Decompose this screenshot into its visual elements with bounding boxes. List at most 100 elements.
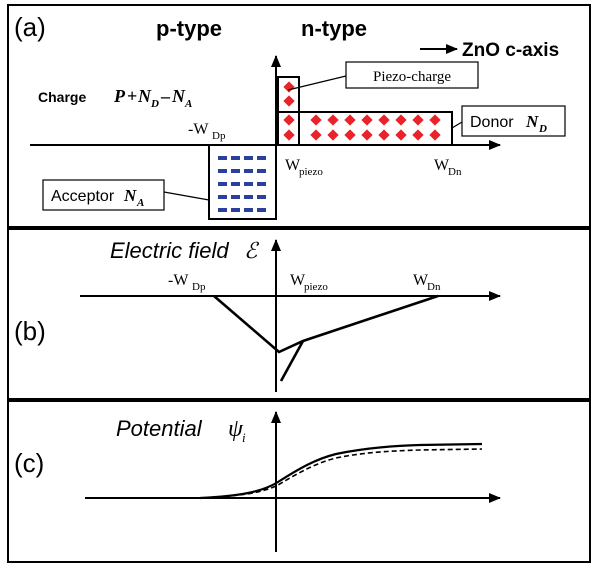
acceptor-mark xyxy=(257,182,266,186)
charge-expression: Charge P + N D – N A xyxy=(38,86,192,110)
acceptor-callout-line xyxy=(163,191,210,201)
donor-mark xyxy=(429,129,441,141)
panel-b: (b) Electric field ℰ -W Dp W piezo W Dn xyxy=(7,228,591,400)
panel-a-label: (a) xyxy=(14,12,46,42)
n-type-label: n-type xyxy=(301,16,367,41)
panel-c-label: (c) xyxy=(14,448,44,478)
acceptor-region xyxy=(208,144,277,220)
wpiezo-label-b: W piezo xyxy=(290,272,328,293)
acceptor-mark xyxy=(244,182,253,186)
wdn-label-a: W Dn xyxy=(434,157,462,178)
charge-A-sub: A xyxy=(184,98,192,110)
panel-a-frame xyxy=(7,4,591,228)
donor-mark xyxy=(327,129,339,141)
piezo-charge-mark xyxy=(283,129,295,141)
c-axis-label: ZnO c-axis xyxy=(462,40,559,61)
donor-mark xyxy=(361,114,373,126)
panel-c-frame xyxy=(7,400,591,563)
p-type-label: p-type xyxy=(156,16,222,41)
piezo-callout-text: Piezo-charge xyxy=(373,69,451,85)
acceptor-word: Acceptor xyxy=(51,188,115,205)
donor-callout-line xyxy=(451,121,463,129)
wdp-a-sub: Dp xyxy=(212,130,226,142)
wpiezo-b-sub: piezo xyxy=(304,281,328,293)
piezo-charge-mark xyxy=(283,114,295,126)
donor-mark xyxy=(344,129,356,141)
field-curve-piezo xyxy=(279,340,305,382)
wdp-b-main: -W xyxy=(168,272,189,289)
donor-N: N xyxy=(525,112,539,131)
acceptor-mark xyxy=(218,169,227,173)
acceptor-mark xyxy=(244,195,253,199)
wdp-label-a: -W Dp xyxy=(188,121,226,142)
piezo-charge-mark xyxy=(283,81,295,93)
donor-mark xyxy=(395,129,407,141)
charge-word: Charge xyxy=(38,89,86,105)
wpiezo-a-sub: piezo xyxy=(299,166,323,178)
acceptor-mark xyxy=(231,156,240,160)
wdn-b-main: W xyxy=(413,272,429,289)
piezo-charge-mark xyxy=(283,95,295,107)
acceptor-N-sub: A xyxy=(136,197,144,209)
wdn-label-b: W Dn xyxy=(413,272,441,293)
acceptor-mark xyxy=(244,156,253,160)
charge-D-sub: D xyxy=(150,98,159,110)
acceptor-callout-box xyxy=(42,179,165,211)
wdn-a-sub: Dn xyxy=(448,166,462,178)
acceptor-mark xyxy=(218,195,227,199)
potential-curve-dashed xyxy=(199,448,483,499)
donor-mark xyxy=(310,129,322,141)
charge-N: N xyxy=(137,86,152,106)
electric-field-title: Electric field xyxy=(110,238,229,263)
acceptor-mark xyxy=(257,169,266,173)
donor-mark xyxy=(378,114,390,126)
acceptor-mark xyxy=(218,156,227,160)
wpiezo-a-main: W xyxy=(285,157,301,174)
wdn-a-main: W xyxy=(434,157,450,174)
acceptor-mark xyxy=(257,208,266,212)
donor-mark xyxy=(412,129,424,141)
wdp-label-b: -W Dp xyxy=(168,272,206,293)
wdp-b-sub: Dp xyxy=(192,281,206,293)
panel-c: (c) Potential ψ i xyxy=(7,400,591,563)
donor-mark xyxy=(310,114,322,126)
potential-curve-solid xyxy=(199,442,483,500)
donor-mark xyxy=(412,114,424,126)
wpiezo-label-a: W piezo xyxy=(285,157,323,178)
acceptor-mark xyxy=(231,182,240,186)
charge-N2: N xyxy=(171,86,186,106)
acceptor-mark xyxy=(257,195,266,199)
acceptor-mark xyxy=(231,208,240,212)
acceptor-mark xyxy=(244,208,253,212)
donor-callout-box xyxy=(461,105,566,137)
acceptor-mark xyxy=(257,156,266,160)
acceptor-mark xyxy=(231,195,240,199)
potential-symbol: ψ xyxy=(228,416,244,442)
potential-title: Potential xyxy=(116,416,203,441)
charge-minus: – xyxy=(160,86,171,106)
acceptor-mark xyxy=(231,169,240,173)
piezo-callout-line xyxy=(287,75,347,91)
acceptor-dashes xyxy=(218,156,266,212)
donor-mark xyxy=(327,114,339,126)
donor-mark xyxy=(378,129,390,141)
acceptor-mark xyxy=(218,182,227,186)
donor-N-sub: D xyxy=(538,123,547,135)
charge-P: P xyxy=(113,86,126,106)
donor-mark xyxy=(395,114,407,126)
panel-b-label: (b) xyxy=(14,316,46,346)
donor-word: Donor xyxy=(470,114,514,131)
field-curve-main xyxy=(213,294,439,354)
wpiezo-b-main: W xyxy=(290,272,306,289)
donor-dots xyxy=(310,114,441,141)
panel-b-frame xyxy=(7,228,591,400)
donor-mark xyxy=(344,114,356,126)
electric-field-symbol: ℰ xyxy=(244,238,260,263)
acceptor-mark xyxy=(244,169,253,173)
wdn-b-sub: Dn xyxy=(427,281,441,293)
acceptor-N: N xyxy=(123,186,137,205)
wdp-a-main: -W xyxy=(188,121,209,138)
donor-mark xyxy=(429,114,441,126)
potential-symbol-sub: i xyxy=(242,430,246,445)
